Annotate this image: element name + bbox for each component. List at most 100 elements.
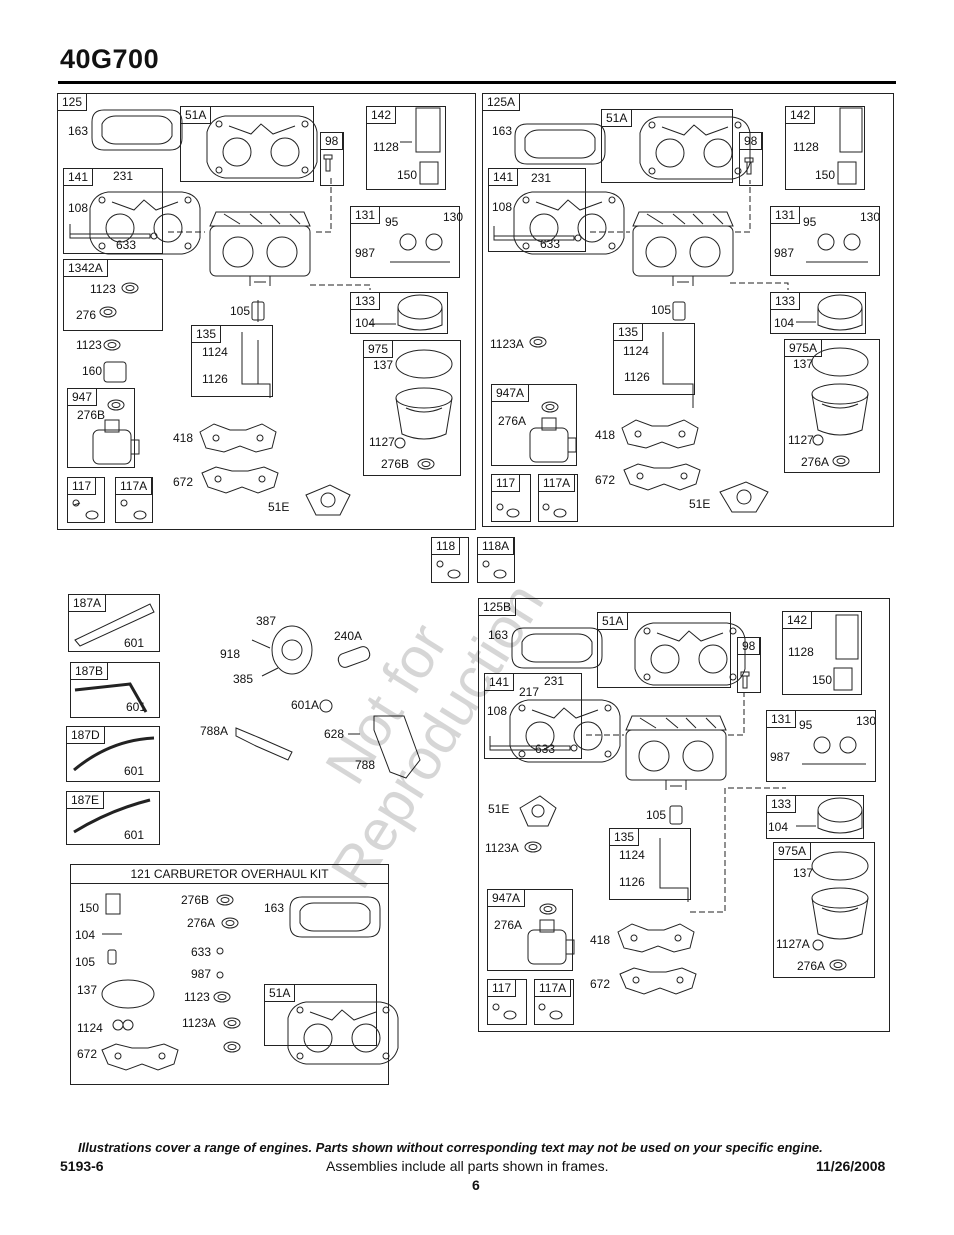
kit-subframe-51A: 51A	[264, 984, 377, 1046]
subframe-947: 947	[67, 388, 135, 468]
subframe-98: 98	[320, 132, 344, 186]
hose-tag: 187A	[69, 595, 107, 612]
subframe-141: 141	[63, 168, 163, 254]
subframe-tag: 98	[740, 133, 763, 150]
subframe-1342A: 1342A	[63, 259, 163, 331]
subframe-141: 141	[488, 168, 586, 252]
part-label: 104	[774, 316, 795, 330]
subframe-142: 142	[782, 611, 862, 695]
subframe-98: 98	[739, 132, 763, 186]
part-label: 1123	[90, 282, 116, 296]
hose-frame-187A: 187A 601	[68, 594, 160, 652]
part-label: 633	[191, 945, 212, 959]
subframe-tag: 133	[767, 796, 797, 813]
subframe-135: 135	[609, 828, 691, 900]
part-label: 217	[519, 685, 540, 699]
part-label: 387	[256, 614, 277, 628]
part-label: 130	[443, 210, 464, 224]
footer-note: Illustrations cover a range of engines. …	[78, 1140, 823, 1155]
subframe-131: 131	[770, 206, 880, 276]
subframe-tag: 117	[68, 478, 97, 495]
subframe-tag: 131	[767, 711, 797, 728]
subframe-975A: 975A	[773, 842, 875, 978]
subframe-tag: 51A	[181, 107, 212, 124]
frame-tag: 125A	[483, 94, 521, 111]
part-label: 672	[590, 977, 611, 991]
part-label: 150	[397, 168, 418, 182]
subframe-tag: 947	[68, 389, 98, 406]
part-label: 95	[799, 718, 813, 732]
subframe-tag: 117A	[535, 980, 572, 997]
part-label: 418	[595, 428, 616, 442]
part-label: 163	[488, 628, 509, 642]
part-label: 987	[191, 967, 212, 981]
part-label: 51E	[689, 497, 711, 511]
part-label: 628	[324, 727, 345, 741]
subframe-142: 142	[366, 106, 446, 190]
part-label: 150	[812, 673, 833, 687]
part-label: 231	[531, 171, 552, 185]
part-label: 418	[590, 933, 611, 947]
part-label: 51E	[268, 500, 290, 514]
subframe-tag: 135	[614, 324, 644, 341]
subframe-tag: 51A	[265, 985, 296, 1002]
part-label: 276A	[187, 916, 216, 930]
subframe-tag: 131	[351, 207, 381, 224]
frame-tag: 118A	[478, 538, 515, 555]
part-label: 1124	[623, 344, 649, 358]
part-label: 160	[82, 364, 103, 378]
part-label: 276B	[381, 457, 410, 471]
subframe-tag: 135	[192, 326, 222, 343]
subframe-117A: 117A	[534, 979, 574, 1025]
subframe-tag: 947A	[492, 385, 530, 402]
subframe-tag: 117A	[116, 478, 153, 495]
part-label: 788	[355, 758, 376, 772]
part-label: 51E	[488, 802, 510, 816]
subframe-135: 135	[613, 323, 695, 395]
subframe-tag: 141	[64, 169, 94, 186]
hose-frame-187D: 187D 601	[66, 726, 160, 782]
subframe-117: 117	[67, 477, 105, 523]
part-label: 240A	[334, 629, 363, 643]
frame-tag: 125	[58, 94, 88, 111]
part-label: 95	[385, 215, 399, 229]
subframe-975A: 975A	[784, 339, 880, 473]
subframe-975: 975	[363, 340, 461, 476]
page-title: 40G700	[60, 44, 160, 74]
part-label: 1126	[202, 372, 228, 386]
part-label: 163	[264, 901, 285, 915]
subframe-131: 131	[766, 710, 876, 782]
part-label: 104	[768, 820, 789, 834]
part-label: 231	[544, 674, 565, 688]
part-label: 918	[220, 647, 241, 661]
part-label: 276A	[797, 959, 826, 973]
frame-118A: 118A	[477, 537, 515, 583]
kit-frame: 121 CARBURETOR OVERHAUL KIT 51A	[70, 864, 389, 1085]
subframe-tag: 51A	[602, 110, 633, 127]
part-label: 276A	[801, 455, 830, 469]
subframe-tag: 141	[485, 674, 515, 691]
title-rule	[58, 81, 896, 84]
part-label: 1123	[76, 338, 102, 352]
hose-tag: 187E	[67, 792, 105, 809]
subframe-tag: 133	[771, 293, 801, 310]
subframe-947A: 947A	[491, 384, 577, 466]
hose-frame-187E: 187E 601	[66, 791, 160, 845]
subframe-tag: 135	[610, 829, 640, 846]
frame-tag: 118	[432, 538, 461, 555]
subframe-117A: 117A	[115, 477, 153, 523]
part-label: 276B	[77, 408, 106, 422]
subframe-tag: 142	[783, 612, 813, 629]
part-label: 137	[793, 357, 814, 371]
subframe-tag: 975	[364, 341, 394, 358]
part-label: 105	[651, 303, 672, 317]
frame-125: 125 51A 98 142 141 131 1342A 133 135 975…	[57, 93, 476, 530]
part-label: 163	[68, 124, 89, 138]
part-label: 137	[793, 866, 814, 880]
frame-125B: 125B 51A 98 142 141 131 133 135 975A 947…	[478, 598, 890, 1032]
part-label: 104	[75, 928, 96, 942]
part-label: 1128	[788, 645, 814, 659]
part-label: 137	[373, 358, 394, 372]
part-label: 231	[113, 169, 134, 183]
part-label: 137	[77, 983, 98, 997]
